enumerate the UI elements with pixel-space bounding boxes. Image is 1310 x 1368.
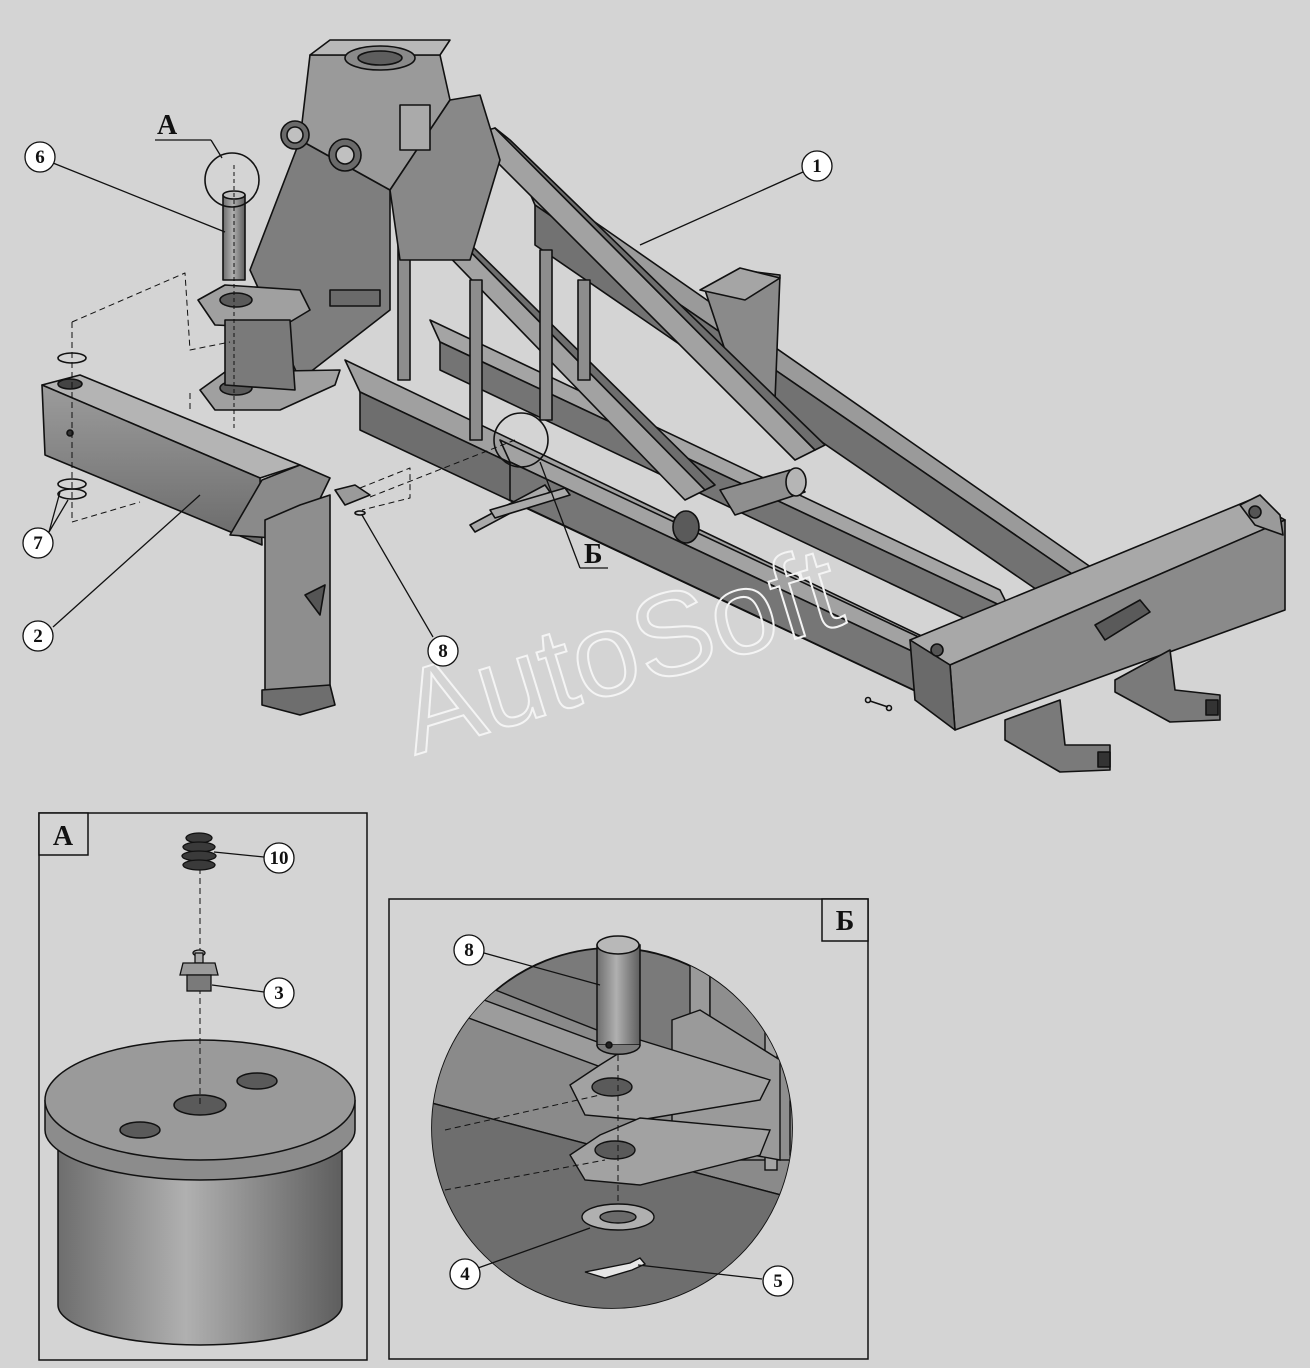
pin-head-cylinder: [44, 1039, 356, 1346]
svg-text:8: 8: [464, 940, 474, 961]
hinge-block: [224, 319, 296, 391]
dash-lines-b: [444, 1045, 619, 1215]
lock-pin-assembly: [334, 484, 371, 516]
detail-view-a: А 10: [38, 812, 368, 1361]
washer-lower-2: [57, 488, 87, 500]
main-assembly: [41, 39, 1286, 773]
side-leg-right: [699, 267, 781, 411]
detail-a-title: А: [53, 821, 74, 852]
washer-b: [581, 1203, 655, 1231]
callout-6: 6: [24, 141, 56, 173]
detail-b-tag: [821, 898, 869, 942]
callout-1: 1: [801, 150, 833, 182]
support-leg: [229, 464, 336, 716]
callout-10: 10: [263, 842, 295, 874]
grease-fitting: [179, 949, 219, 992]
callout-5: 5: [762, 1265, 794, 1297]
hinge-bracket-upper: [197, 284, 311, 329]
view-a-marker: [204, 152, 260, 208]
detail-view-b: Б: [388, 898, 869, 1360]
svg-text:1: 1: [812, 156, 822, 177]
grease-cap: [181, 832, 217, 871]
callout-8: 8: [427, 635, 459, 667]
cotter-pin: [584, 1257, 647, 1279]
svg-text:5: 5: [773, 1271, 783, 1292]
rear-support-left: [1004, 699, 1111, 773]
rear-cross-member: [909, 494, 1286, 731]
callout-3: 3: [263, 977, 295, 1009]
detail-a-tag: [38, 812, 89, 856]
hinge-pin-b: [596, 935, 641, 1055]
small-fastener: [864, 696, 893, 712]
svg-text:7: 7: [33, 533, 43, 554]
callout-2: 2: [22, 620, 54, 652]
view-a-label: А: [157, 110, 178, 141]
main-callouts: 1 2 6 7 8 А Б: [22, 110, 833, 667]
svg-text:10: 10: [270, 848, 289, 869]
cross-tube: [719, 467, 807, 516]
view-b-label: Б: [584, 539, 603, 570]
view-b-marker: [493, 412, 549, 468]
callout-b-8: 8: [453, 934, 485, 966]
callout-4: 4: [449, 1258, 481, 1290]
svg-text:4: 4: [460, 1264, 470, 1285]
svg-text:2: 2: [33, 626, 43, 647]
swing-arm: [41, 374, 301, 546]
svg-text:3: 3: [274, 983, 284, 1004]
hydraulic-lines: [469, 484, 571, 533]
rear-support-right: [1114, 649, 1221, 723]
svg-text:8: 8: [438, 641, 448, 662]
callout-7: 7: [22, 527, 54, 559]
vertical-struts: [397, 239, 591, 441]
exploded-dash-lines: [71, 272, 516, 523]
svg-text:6: 6: [35, 147, 45, 168]
detail-b-title: Б: [836, 906, 855, 937]
